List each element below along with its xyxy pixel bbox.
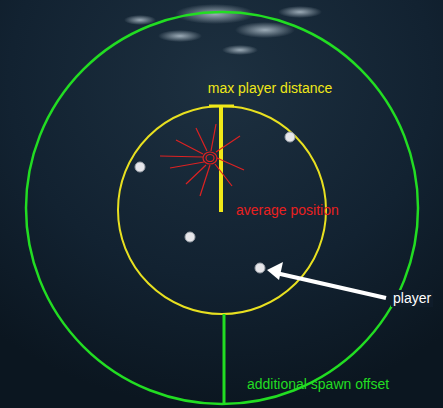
max-distance-tick (209, 105, 234, 108)
player-arrow (267, 262, 386, 298)
player-label: player (391, 290, 433, 307)
average-label: average position (236, 202, 339, 219)
dimension-label: max player distance (208, 80, 333, 97)
spawn-offset-line (223, 314, 226, 404)
average-scribble (160, 124, 244, 196)
offset-label: additional spawn offset (247, 376, 389, 393)
spawn-circle (26, 12, 418, 404)
